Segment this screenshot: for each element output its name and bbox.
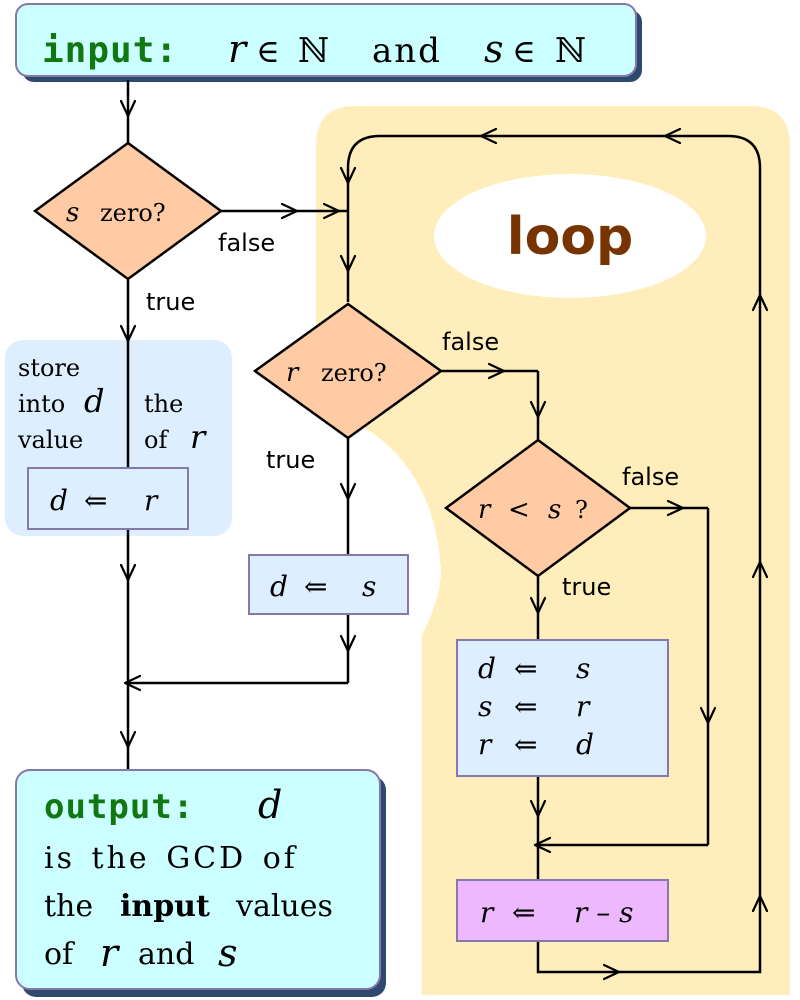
loop-label-bubble	[434, 174, 706, 298]
input-s: s	[484, 27, 504, 71]
box-subtract	[456, 879, 669, 942]
decision-r-less-s-q: ?	[575, 496, 588, 524]
arrowheads	[119, 99, 769, 981]
box-d-r-rhs: r	[144, 484, 159, 517]
input-elem-2: ∈	[512, 32, 536, 70]
swap-3-lhs: r	[478, 728, 493, 761]
note-of: of	[144, 426, 169, 454]
input-keyword: input:	[42, 30, 178, 71]
label-r-zero-false: false	[442, 328, 499, 356]
box-d-s-arrow: ⇐	[304, 570, 327, 603]
box-swap	[456, 639, 669, 777]
decision-r-less-s-rhs: s	[548, 495, 561, 525]
output-line-4-and: and	[138, 937, 194, 972]
note-the: the	[144, 390, 183, 418]
output-d: d	[258, 783, 282, 827]
subtract-rhs: r – s	[574, 896, 634, 929]
box-d-r-lhs: d	[50, 484, 68, 517]
output-box	[15, 769, 381, 990]
swap-1-arrow: ⇐	[514, 652, 537, 685]
swap-1-lhs: d	[478, 652, 496, 685]
decision-r-less-s	[443, 438, 633, 578]
output-keyword: output:	[44, 787, 194, 827]
connector-lines	[126, 80, 762, 974]
decision-r-less-s-op: <	[508, 495, 530, 525]
box-d-s-lhs: d	[270, 570, 288, 603]
label-s-zero-true: true	[146, 288, 195, 316]
input-set-1: ℕ	[298, 31, 329, 71]
input-and: and	[372, 31, 442, 71]
note-value: value	[17, 426, 83, 454]
note-into: into	[18, 390, 65, 418]
output-line-3-pre: the	[44, 889, 93, 924]
swap-2-arrow: ⇐	[514, 690, 537, 723]
input-r: r	[228, 27, 249, 71]
note-r: r	[190, 418, 207, 456]
label-r-less-s-false: false	[622, 463, 679, 491]
output-line-4-of: of	[44, 937, 75, 972]
label-r-less-s-true: true	[562, 573, 611, 601]
output-line-3-bold: input	[120, 889, 210, 924]
decision-s-zero-text: zero?	[100, 199, 166, 227]
box-d-s-rhs: s	[362, 570, 376, 603]
input-elem-1: ∈	[256, 32, 280, 70]
box-d-assign-r	[27, 467, 189, 530]
output-line-2: is the GCD of	[44, 841, 298, 876]
output-line-3-post: values	[235, 889, 333, 924]
note-text: store into d value the of r	[17, 354, 207, 456]
input-set-2: ℕ	[555, 31, 586, 71]
decision-r-zero	[252, 302, 444, 440]
label-r-zero-true: true	[266, 446, 315, 474]
output-line-4-r: r	[100, 931, 121, 975]
output-line-4-s: s	[218, 931, 238, 975]
swap-3-arrow: ⇐	[514, 728, 537, 761]
label-s-zero-false: false	[218, 229, 275, 257]
input-box	[15, 3, 637, 77]
subtract-lhs: r	[480, 896, 495, 929]
decision-s-zero	[32, 141, 224, 281]
box-d-assign-s	[248, 554, 409, 615]
decision-r-zero-var: r	[286, 358, 300, 388]
loop-label: loop	[507, 207, 634, 267]
note-store: store	[18, 354, 80, 382]
swap-2-lhs: s	[478, 690, 492, 723]
swap-3-rhs: d	[576, 728, 594, 761]
decision-r-zero-text: zero?	[321, 359, 387, 387]
swap-2-rhs: r	[576, 690, 591, 723]
swap-1-rhs: s	[576, 652, 590, 685]
decision-r-less-s-lhs: r	[478, 495, 492, 525]
note-d: d	[84, 382, 104, 420]
subtract-arrow: ⇐	[512, 896, 535, 929]
decision-s-zero-var: s	[66, 198, 79, 228]
box-d-r-arrow: ⇐	[84, 484, 107, 517]
